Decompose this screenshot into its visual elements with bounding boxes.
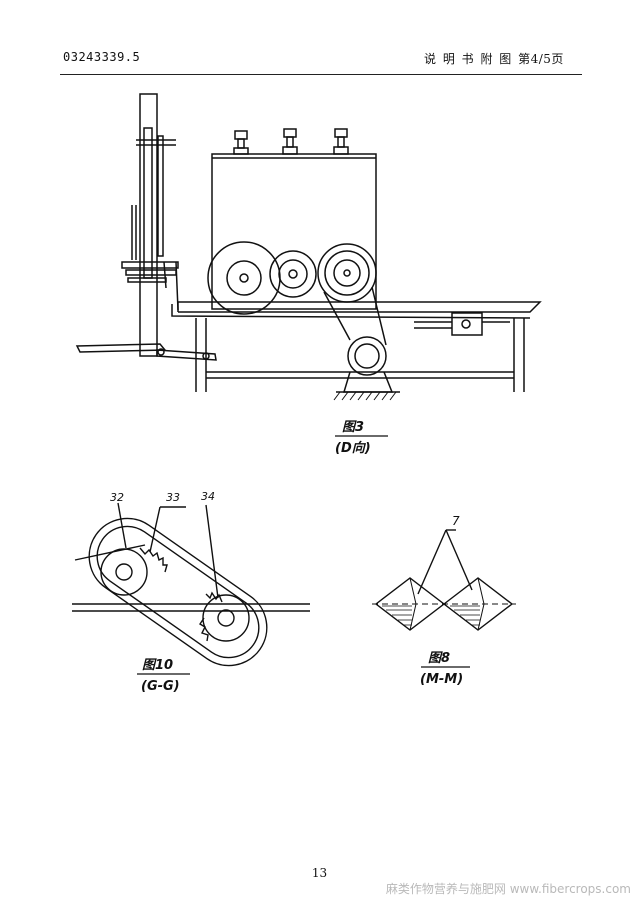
figure-3-subtitle: (D向) bbox=[335, 440, 371, 456]
figure-3-drawing bbox=[75, 93, 542, 401]
section-title: 说 明 书 附 图 bbox=[424, 52, 512, 66]
document-number: 03243339.5 bbox=[63, 50, 141, 64]
figure-8-label-7: 7 bbox=[452, 514, 460, 528]
header-rule bbox=[60, 74, 582, 75]
watermark: 麻类作物营养与施肥网 www.fibercrops.com bbox=[385, 882, 631, 896]
figure-10-label-32: 32 bbox=[110, 491, 124, 504]
figure-10-drawing bbox=[72, 502, 310, 667]
figure-10-title: 图10 bbox=[142, 658, 173, 673]
figure-10-label-33: 33 bbox=[166, 491, 180, 504]
figure-10-subtitle: (G-G) bbox=[141, 679, 180, 694]
page-number: 13 bbox=[311, 866, 328, 880]
figure-10-label-34: 34 bbox=[201, 490, 215, 503]
figure-8-title: 图8 bbox=[428, 651, 450, 666]
page-indicator: 第4/5页 bbox=[518, 52, 564, 66]
figure-8-subtitle: (M-M) bbox=[420, 672, 463, 687]
header-title: 说 明 书 附 图 第4/5页 bbox=[424, 50, 564, 67]
figure-3-title: 图3 bbox=[342, 420, 364, 435]
figure-8-drawing bbox=[372, 529, 516, 631]
